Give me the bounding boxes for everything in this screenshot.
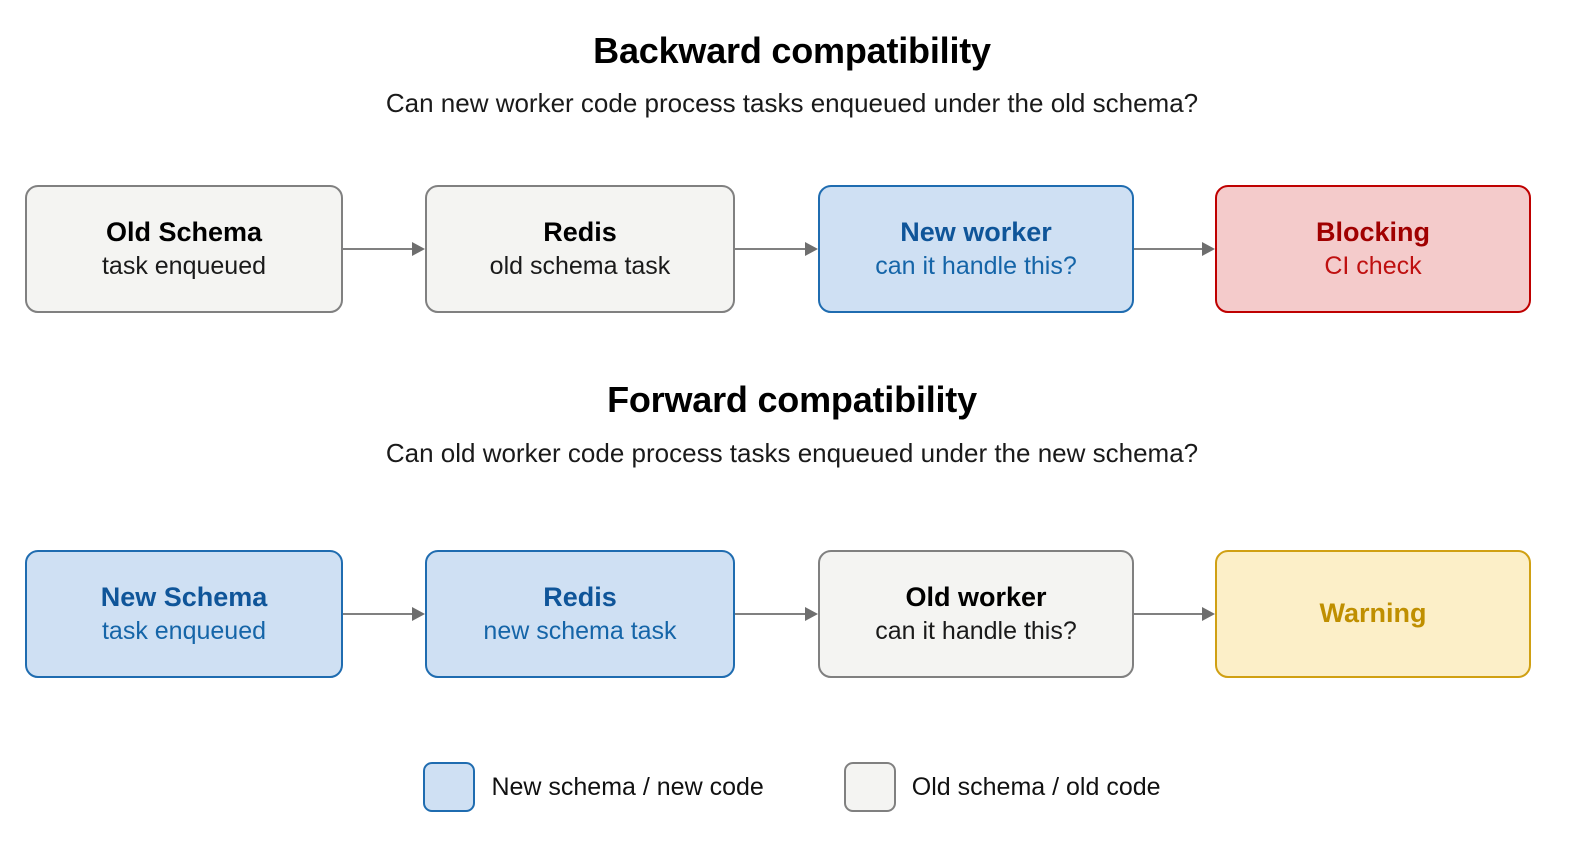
flow-row-forward: New Schema task enqueued Redis new schem…: [0, 550, 1584, 680]
node-title: New worker: [900, 216, 1052, 247]
node-subtitle: CI check: [1324, 252, 1422, 281]
section-subtitle-backward: Can new worker code process tasks enqueu…: [385, 88, 1199, 118]
node-title: Redis: [543, 216, 617, 247]
node-title: New Schema: [100, 581, 268, 612]
arrow-old-schema-to-redis: [343, 242, 425, 256]
legend-item-old: Old schema / old code: [843, 762, 1161, 812]
legend-swatch-blue: [423, 762, 476, 812]
node-title: Redis: [543, 581, 617, 612]
node-warning[interactable]: Warning: [1215, 550, 1531, 678]
node-redis-new[interactable]: Redis new schema task: [425, 550, 735, 678]
node-title: Warning: [1319, 598, 1427, 629]
node-old-schema[interactable]: Old Schema task enqueued: [25, 185, 343, 313]
arrow-redis-to-new-worker: [735, 242, 818, 256]
node-new-worker[interactable]: New worker can it handle this?: [818, 185, 1134, 313]
arrow-shaft: [343, 248, 412, 250]
node-title: Old worker: [905, 581, 1047, 612]
arrow-new-worker-to-blocking: [1134, 242, 1215, 256]
legend: New schema / new code Old schema / old c…: [0, 762, 1584, 812]
arrow-head-icon: [412, 242, 425, 256]
legend-label-old: Old schema / old code: [911, 772, 1161, 801]
arrow-head-icon: [1202, 242, 1215, 256]
node-redis-old[interactable]: Redis old schema task: [425, 185, 735, 313]
node-subtitle: old schema task: [489, 252, 671, 281]
legend-item-new: New schema / new code: [423, 762, 764, 812]
arrow-shaft: [343, 613, 412, 615]
flow-row-backward: Old Schema task enqueued Redis old schem…: [0, 185, 1584, 315]
node-new-schema[interactable]: New Schema task enqueued: [25, 550, 343, 678]
section-subtitle-forward: Can old worker code process tasks enqueu…: [385, 438, 1199, 468]
legend-swatch-gray: [843, 762, 896, 812]
node-subtitle: can it handle this?: [875, 617, 1077, 646]
arrow-shaft: [735, 613, 805, 615]
arrow-head-icon: [805, 242, 818, 256]
node-title: Blocking: [1315, 216, 1430, 247]
node-blocking-ci-check[interactable]: Blocking CI check: [1215, 185, 1531, 313]
arrow-shaft: [1134, 248, 1202, 250]
node-subtitle: task enqueued: [101, 252, 267, 281]
node-subtitle: task enqueued: [101, 617, 267, 646]
arrow-head-icon: [412, 607, 425, 621]
node-title: Old Schema: [105, 216, 263, 247]
arrow-head-icon: [1202, 607, 1215, 621]
arrow-new-schema-to-redis: [343, 607, 425, 621]
arrow-old-worker-to-warning: [1134, 607, 1215, 621]
section-title-forward: Forward compatibility: [607, 379, 977, 420]
arrow-shaft: [1134, 613, 1202, 615]
arrow-head-icon: [805, 607, 818, 621]
node-old-worker[interactable]: Old worker can it handle this?: [818, 550, 1134, 678]
node-subtitle: new schema task: [483, 617, 677, 646]
arrow-redis-to-old-worker: [735, 607, 818, 621]
legend-label-new: New schema / new code: [491, 772, 764, 801]
arrow-shaft: [735, 248, 805, 250]
section-title-backward: Backward compatibility: [593, 30, 991, 71]
node-subtitle: can it handle this?: [875, 252, 1077, 281]
